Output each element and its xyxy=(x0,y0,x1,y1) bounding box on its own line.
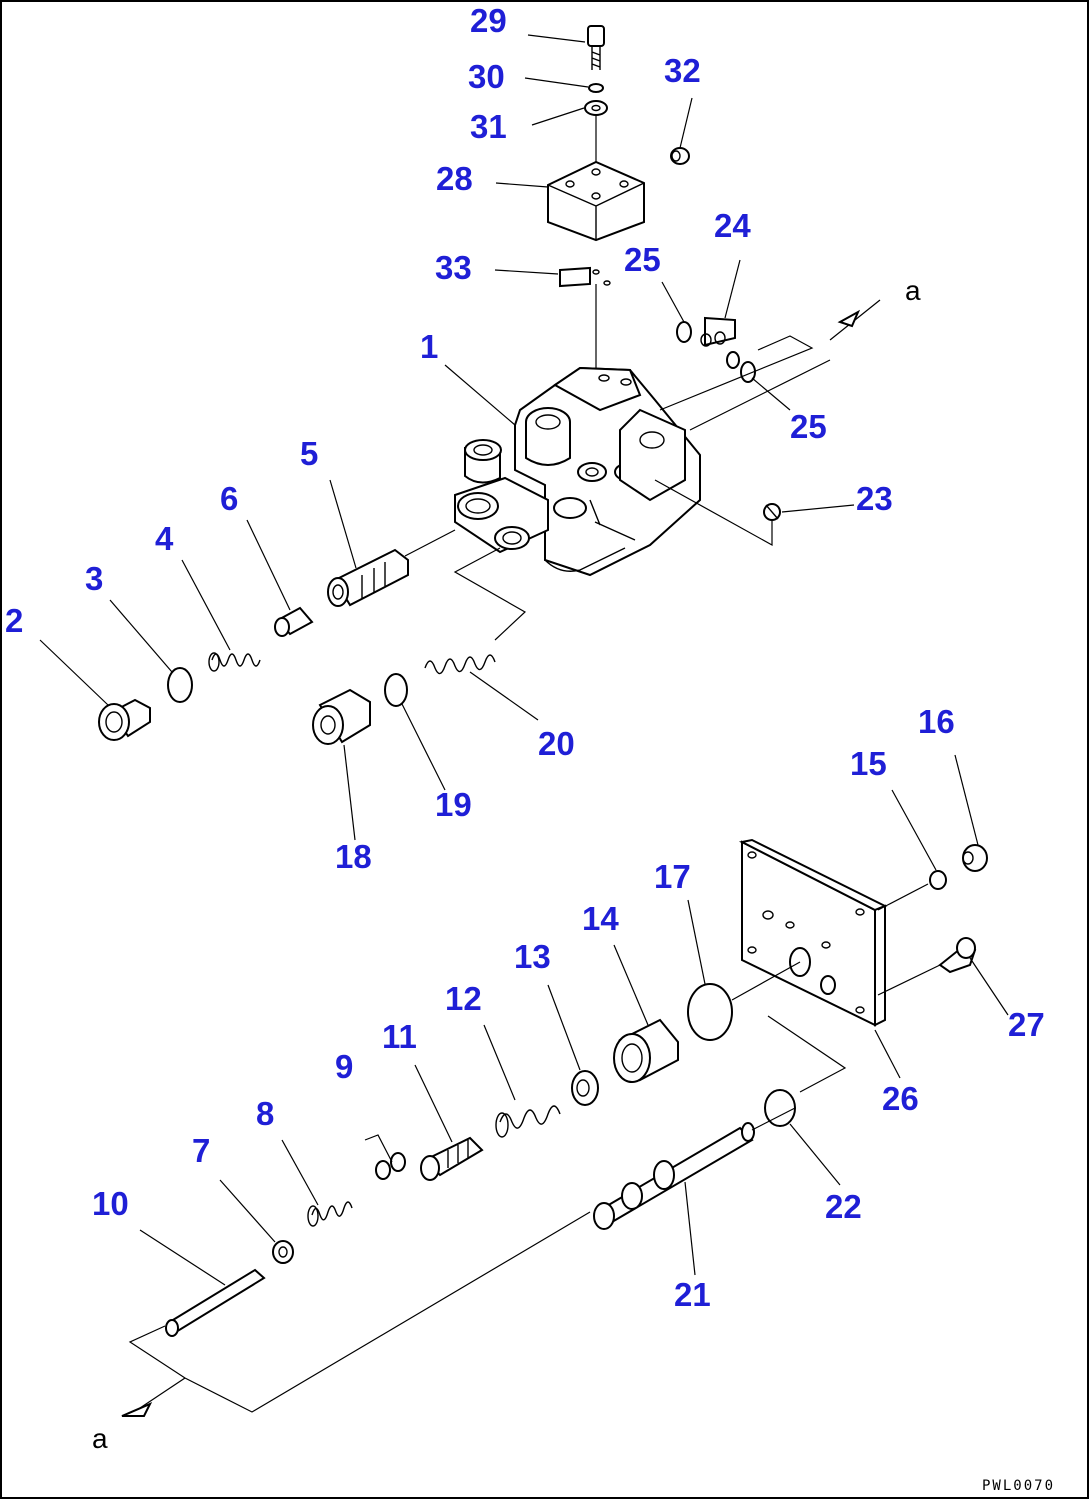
assembly-axis-line xyxy=(767,1015,847,1093)
part-3-o-ring xyxy=(167,667,193,703)
part-11-spool xyxy=(420,1136,484,1181)
assembly-axis-line xyxy=(751,1107,796,1131)
callout-27: 27 xyxy=(1008,1006,1045,1043)
callout-22: 22 xyxy=(825,1188,862,1225)
part-8-spring xyxy=(307,1201,353,1227)
part-30-washer xyxy=(588,83,604,93)
part-25-o-ring xyxy=(676,321,692,343)
callout-21: 21 xyxy=(674,1276,711,1313)
part-14-retainer xyxy=(613,1018,679,1083)
callout-24: 24 xyxy=(714,207,751,244)
assembly-axis-line xyxy=(877,883,929,911)
part-24-plate xyxy=(700,316,736,347)
part-1-valve-body xyxy=(454,366,701,577)
callout-13: 13 xyxy=(514,938,551,975)
part-23-plug xyxy=(763,503,781,521)
assembly-axis-line xyxy=(731,961,801,1001)
callout-25-upper: 25 xyxy=(624,241,661,278)
callout-17: 17 xyxy=(654,858,691,895)
part-17-o-ring xyxy=(687,983,733,1041)
callout-3: 3 xyxy=(85,560,103,597)
callout-26: 26 xyxy=(882,1080,919,1117)
part-12-spring xyxy=(495,1105,561,1138)
callout-9: 9 xyxy=(335,1048,353,1085)
callout-25-lower: 25 xyxy=(790,408,827,445)
reference-mark-a-top: a xyxy=(905,275,921,306)
part-20-spring xyxy=(424,654,496,675)
callout-11: 11 xyxy=(382,1018,417,1055)
callout-23: 23 xyxy=(856,480,893,517)
callout-28: 28 xyxy=(436,160,473,197)
reference-line-a xyxy=(139,1377,186,1409)
callout-14: 14 xyxy=(582,900,619,937)
part-27-bolt xyxy=(938,937,977,974)
part-25-o-ring-small xyxy=(726,351,740,369)
part-9-ring xyxy=(375,1152,406,1180)
part-19-o-ring xyxy=(384,673,408,707)
reference-mark-a-bottom: a xyxy=(92,1423,108,1454)
part-18-plug xyxy=(312,688,371,745)
reference-arrow-a xyxy=(121,1402,153,1417)
callout-20: 20 xyxy=(538,725,575,762)
part-29-bolt xyxy=(587,25,605,70)
leader-line-9 xyxy=(364,1134,393,1163)
callout-33: 33 xyxy=(435,249,472,286)
part-31-washer xyxy=(584,100,608,116)
part-32-plug xyxy=(670,147,690,165)
part-4-spring xyxy=(208,652,261,672)
callout-32: 32 xyxy=(664,52,701,89)
callout-7: 7 xyxy=(192,1132,210,1169)
drawing-number: PWL0070 xyxy=(982,1478,1055,1494)
part-10-pin xyxy=(165,1268,266,1337)
part-16-plug xyxy=(962,844,988,872)
callout-31: 31 xyxy=(470,108,507,145)
callout-15: 15 xyxy=(850,745,887,782)
callout-12: 12 xyxy=(445,980,482,1017)
callout-29: 29 xyxy=(470,2,507,39)
part-21-spool xyxy=(593,1122,755,1230)
callout-labels: 29 30 31 32 28 33 25 24 1 25 5 23 6 4 3 … xyxy=(5,2,1045,1313)
part-7-nut xyxy=(272,1240,294,1264)
part-28-cover-block xyxy=(547,160,645,242)
part-15-plug xyxy=(929,870,947,890)
callout-16: 16 xyxy=(918,703,955,740)
callout-30: 30 xyxy=(468,58,505,95)
reference-arrow-a xyxy=(837,309,861,328)
callout-10: 10 xyxy=(92,1185,129,1222)
part-33-gasket xyxy=(559,266,611,288)
assembly-axis-line xyxy=(654,479,773,547)
callout-2: 2 xyxy=(5,602,23,639)
part-6-piston xyxy=(274,606,314,637)
part-5-spool xyxy=(327,548,409,607)
part-25-o-ring-lower xyxy=(740,361,756,383)
callout-leaders xyxy=(39,34,1009,1286)
assembly-axis-line xyxy=(404,529,456,557)
part-2-plug xyxy=(98,698,151,741)
part-13-collar xyxy=(571,1070,599,1106)
callout-1: 1 xyxy=(420,328,438,365)
assembly-axis-line xyxy=(877,964,941,996)
callout-8: 8 xyxy=(256,1095,274,1132)
callout-4: 4 xyxy=(155,520,174,557)
part-26-cover-plate xyxy=(738,838,888,1027)
callout-19: 19 xyxy=(435,786,472,823)
callout-18: 18 xyxy=(335,838,372,875)
reference-line-a xyxy=(659,335,831,431)
callout-6: 6 xyxy=(220,480,238,517)
assembly-axis-line xyxy=(453,547,527,641)
callout-5: 5 xyxy=(300,435,318,472)
